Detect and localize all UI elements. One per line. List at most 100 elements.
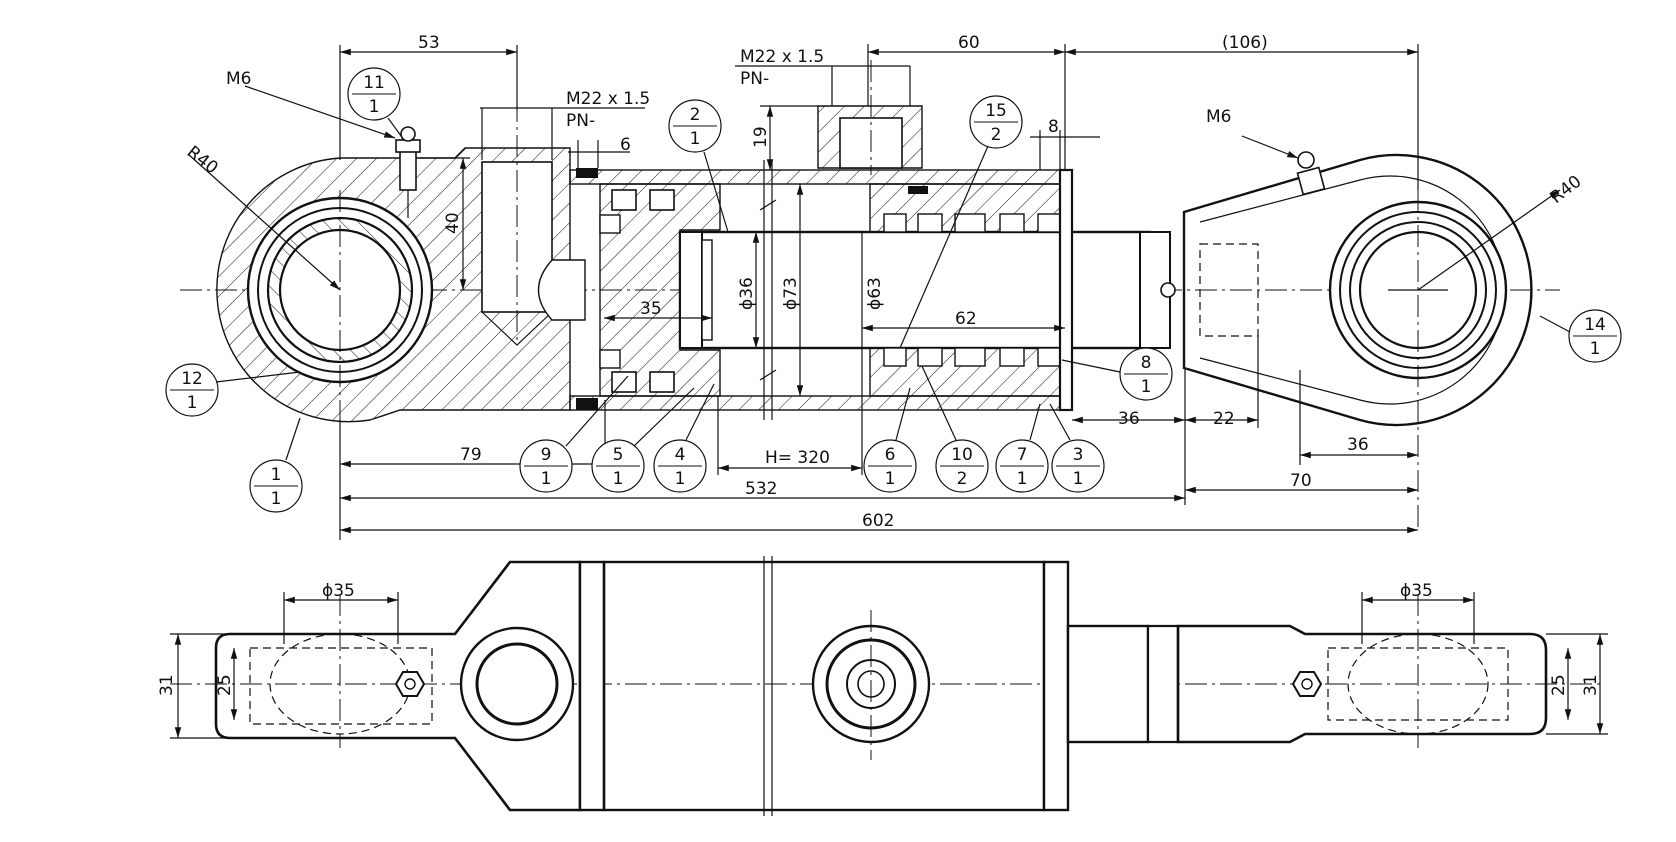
dim-22: 22	[1213, 409, 1235, 429]
dimension-lines	[187, 44, 1561, 540]
svg-text:1: 1	[690, 129, 701, 149]
balloon-15: 152	[969, 95, 1023, 149]
svg-text:5: 5	[613, 445, 624, 465]
balloon-3: 31	[1051, 439, 1105, 493]
note-m6-right: M6	[1206, 107, 1231, 127]
balloon-11: 111	[347, 67, 401, 121]
balloon-7: 71	[995, 439, 1049, 493]
svg-text:9: 9	[541, 445, 552, 465]
dim-phi73: ϕ73	[781, 277, 801, 310]
note-m6-left: M6	[226, 69, 251, 89]
balloon-14: 141	[1568, 309, 1622, 363]
rod-eye-thread-hidden	[1199, 243, 1259, 337]
svg-text:1: 1	[1073, 469, 1084, 489]
dim-35: 35	[640, 299, 662, 319]
rod-nut	[679, 231, 703, 349]
balloon-5: 51	[591, 439, 645, 493]
barrel-front-ring	[1042, 560, 1070, 812]
note-port-left-thread: M22 x 1.5	[566, 89, 650, 109]
barrel-rear-ring	[578, 560, 606, 812]
svg-text:1: 1	[1590, 339, 1601, 359]
dim-40: 40	[443, 212, 463, 234]
svg-text:1: 1	[187, 393, 198, 413]
dim-60: 60	[958, 33, 980, 53]
rod-ring	[701, 239, 713, 341]
dim-25-left: 25	[215, 674, 235, 696]
dim-31-left: 31	[157, 674, 177, 696]
svg-text:1: 1	[541, 469, 552, 489]
lower-dimension-lines	[170, 592, 1608, 739]
svg-text:1: 1	[613, 469, 624, 489]
svg-text:11: 11	[363, 73, 385, 93]
svg-text:2: 2	[991, 125, 1002, 145]
grease-nipple-right	[1296, 151, 1326, 196]
rear-pin-hidden	[249, 647, 433, 725]
dim-31-right: 31	[1581, 674, 1601, 696]
dim-H320: H= 320	[765, 448, 830, 468]
break-lines	[759, 160, 777, 420]
svg-text:1: 1	[885, 469, 896, 489]
dim-19: 19	[751, 126, 771, 148]
weld-bottom	[576, 398, 598, 410]
grease-nipple-left	[395, 126, 421, 218]
dim-70: 70	[1290, 471, 1312, 491]
svg-text:1: 1	[675, 469, 686, 489]
dim-phi35-right: ϕ35	[1400, 581, 1433, 601]
svg-text:4: 4	[675, 445, 686, 465]
dimension-texts: 53 60 (106) 6 8 19 40 35 62 36 22 36 79 …	[183, 33, 1586, 531]
outside-view: ϕ35 ϕ35 31 25 25 31	[157, 556, 1608, 816]
dim-phi63: ϕ63	[865, 277, 885, 310]
balloon-10: 102	[935, 439, 989, 493]
dim-79: 79	[460, 445, 482, 465]
dim-36-eye: 36	[1347, 435, 1369, 455]
svg-text:8: 8	[1141, 353, 1152, 373]
svg-text:1: 1	[271, 465, 282, 485]
gland-seals	[883, 186, 1061, 367]
drill-point	[481, 311, 553, 346]
note-r40-right: R40	[1547, 172, 1586, 208]
lower-dimension-texts: ϕ35 ϕ35 31 25 25 31	[157, 581, 1601, 696]
dim-phi35-left: ϕ35	[322, 581, 355, 601]
dim-6: 6	[620, 135, 631, 155]
cross-drill	[537, 259, 586, 321]
svg-text:2: 2	[690, 105, 701, 125]
svg-text:7: 7	[1017, 445, 1028, 465]
balloon-4: 41	[653, 439, 707, 493]
svg-text:1: 1	[271, 489, 282, 509]
piston-seals	[599, 189, 675, 393]
dim-36-rod: 36	[1118, 409, 1140, 429]
dim-62: 62	[955, 309, 977, 329]
rod-eye-outline	[1176, 624, 1548, 744]
barrel-wall-top	[569, 169, 1071, 185]
svg-text:10: 10	[951, 445, 973, 465]
rod-outside	[1066, 624, 1150, 744]
part-balloons: 111 21 152 141 121 11 91 51 41 61 102 71…	[165, 67, 1622, 513]
balloon-6: 61	[863, 439, 917, 493]
svg-text:15: 15	[985, 101, 1007, 121]
svg-text:12: 12	[181, 369, 203, 389]
barrel-wall-bottom	[569, 395, 1071, 411]
svg-text:14: 14	[1584, 315, 1606, 335]
balloon-12: 121	[165, 363, 219, 417]
dim-106: (106)	[1222, 33, 1268, 53]
weld-top	[576, 168, 598, 178]
svg-text:1: 1	[1017, 469, 1028, 489]
piston	[599, 183, 721, 397]
note-port-left-pn: PN-	[566, 111, 595, 131]
svg-text:6: 6	[885, 445, 896, 465]
section-view: 53 60 (106) 6 8 19 40 35 62 36 22 36 79 …	[165, 33, 1622, 540]
note-port-top-pn: PN-	[740, 69, 769, 89]
balloon-2: 21	[668, 99, 722, 153]
rod-eye-body	[1182, 153, 1533, 427]
dim-8: 8	[1048, 117, 1059, 137]
dim-25-right: 25	[1549, 674, 1569, 696]
svg-text:2: 2	[957, 469, 968, 489]
rear-boss-inner	[475, 642, 559, 726]
svg-text:1: 1	[1141, 377, 1152, 397]
dim-phi36: ϕ36	[737, 277, 757, 310]
svg-text:1: 1	[369, 97, 380, 117]
balloon-1: 11	[249, 459, 303, 513]
balloon-9: 91	[519, 439, 573, 493]
